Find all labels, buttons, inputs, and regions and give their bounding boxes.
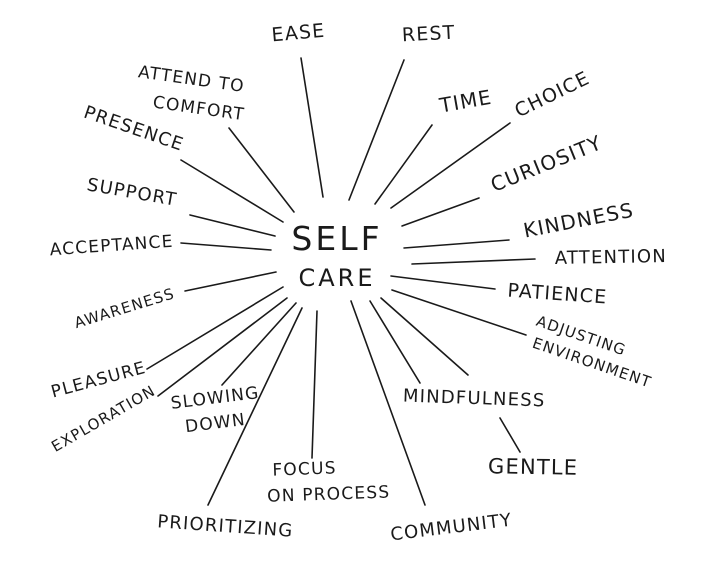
ray-ease: [300, 57, 324, 198]
term-attention: ATTENTION: [555, 246, 668, 269]
ray-acceptance: [180, 242, 272, 251]
term-focus-on-process: FOCUS ON PROCESS: [266, 457, 391, 507]
term-rest: REST: [401, 22, 456, 47]
ray-kindness: [403, 239, 510, 249]
ray-choice: [390, 122, 511, 209]
ray-attend-to-comfort: [228, 127, 295, 213]
term-rest-line-1: REST: [401, 22, 456, 47]
ray-mindfulness-b: [380, 297, 469, 376]
ray-focus-on-process: [311, 310, 318, 459]
ray-time: [374, 124, 433, 205]
term-gentle-line-1: GENTLE: [488, 454, 579, 480]
term-focus-on-process-line-2: ON PROCESS: [267, 482, 391, 506]
ray-community: [350, 300, 426, 506]
term-gentle: GENTLE: [488, 454, 579, 480]
ray-pleasure: [146, 286, 284, 370]
connector-rays: [146, 57, 536, 506]
ray-curiosity: [401, 197, 480, 227]
term-ease: EASE: [271, 20, 327, 47]
ray-support: [189, 214, 276, 237]
term-mindfulness-line-1: MINDFULNESS: [403, 386, 546, 412]
ray-gentle: [499, 417, 521, 453]
center-line-self: SELF: [291, 219, 382, 258]
ray-rest: [348, 59, 405, 201]
ray-slowing-down: [221, 302, 297, 386]
center-label: SELF CARE: [291, 219, 382, 292]
term-mindfulness: MINDFULNESS: [403, 386, 546, 412]
ray-prioritizing: [207, 307, 303, 506]
ray-mindfulness-a: [369, 300, 421, 384]
ray-adjusting-environment: [391, 289, 527, 336]
term-focus-on-process-line-1: FOCUS: [272, 458, 337, 480]
ray-awareness: [184, 271, 277, 292]
term-ease-line-1: EASE: [271, 20, 327, 47]
ray-attention: [411, 258, 536, 265]
term-attention-line-1: ATTENTION: [555, 246, 668, 269]
ray-patience: [390, 275, 496, 290]
center-line-care: CARE: [298, 264, 375, 292]
ray-exploration: [157, 297, 288, 397]
ray-presence: [180, 159, 284, 223]
